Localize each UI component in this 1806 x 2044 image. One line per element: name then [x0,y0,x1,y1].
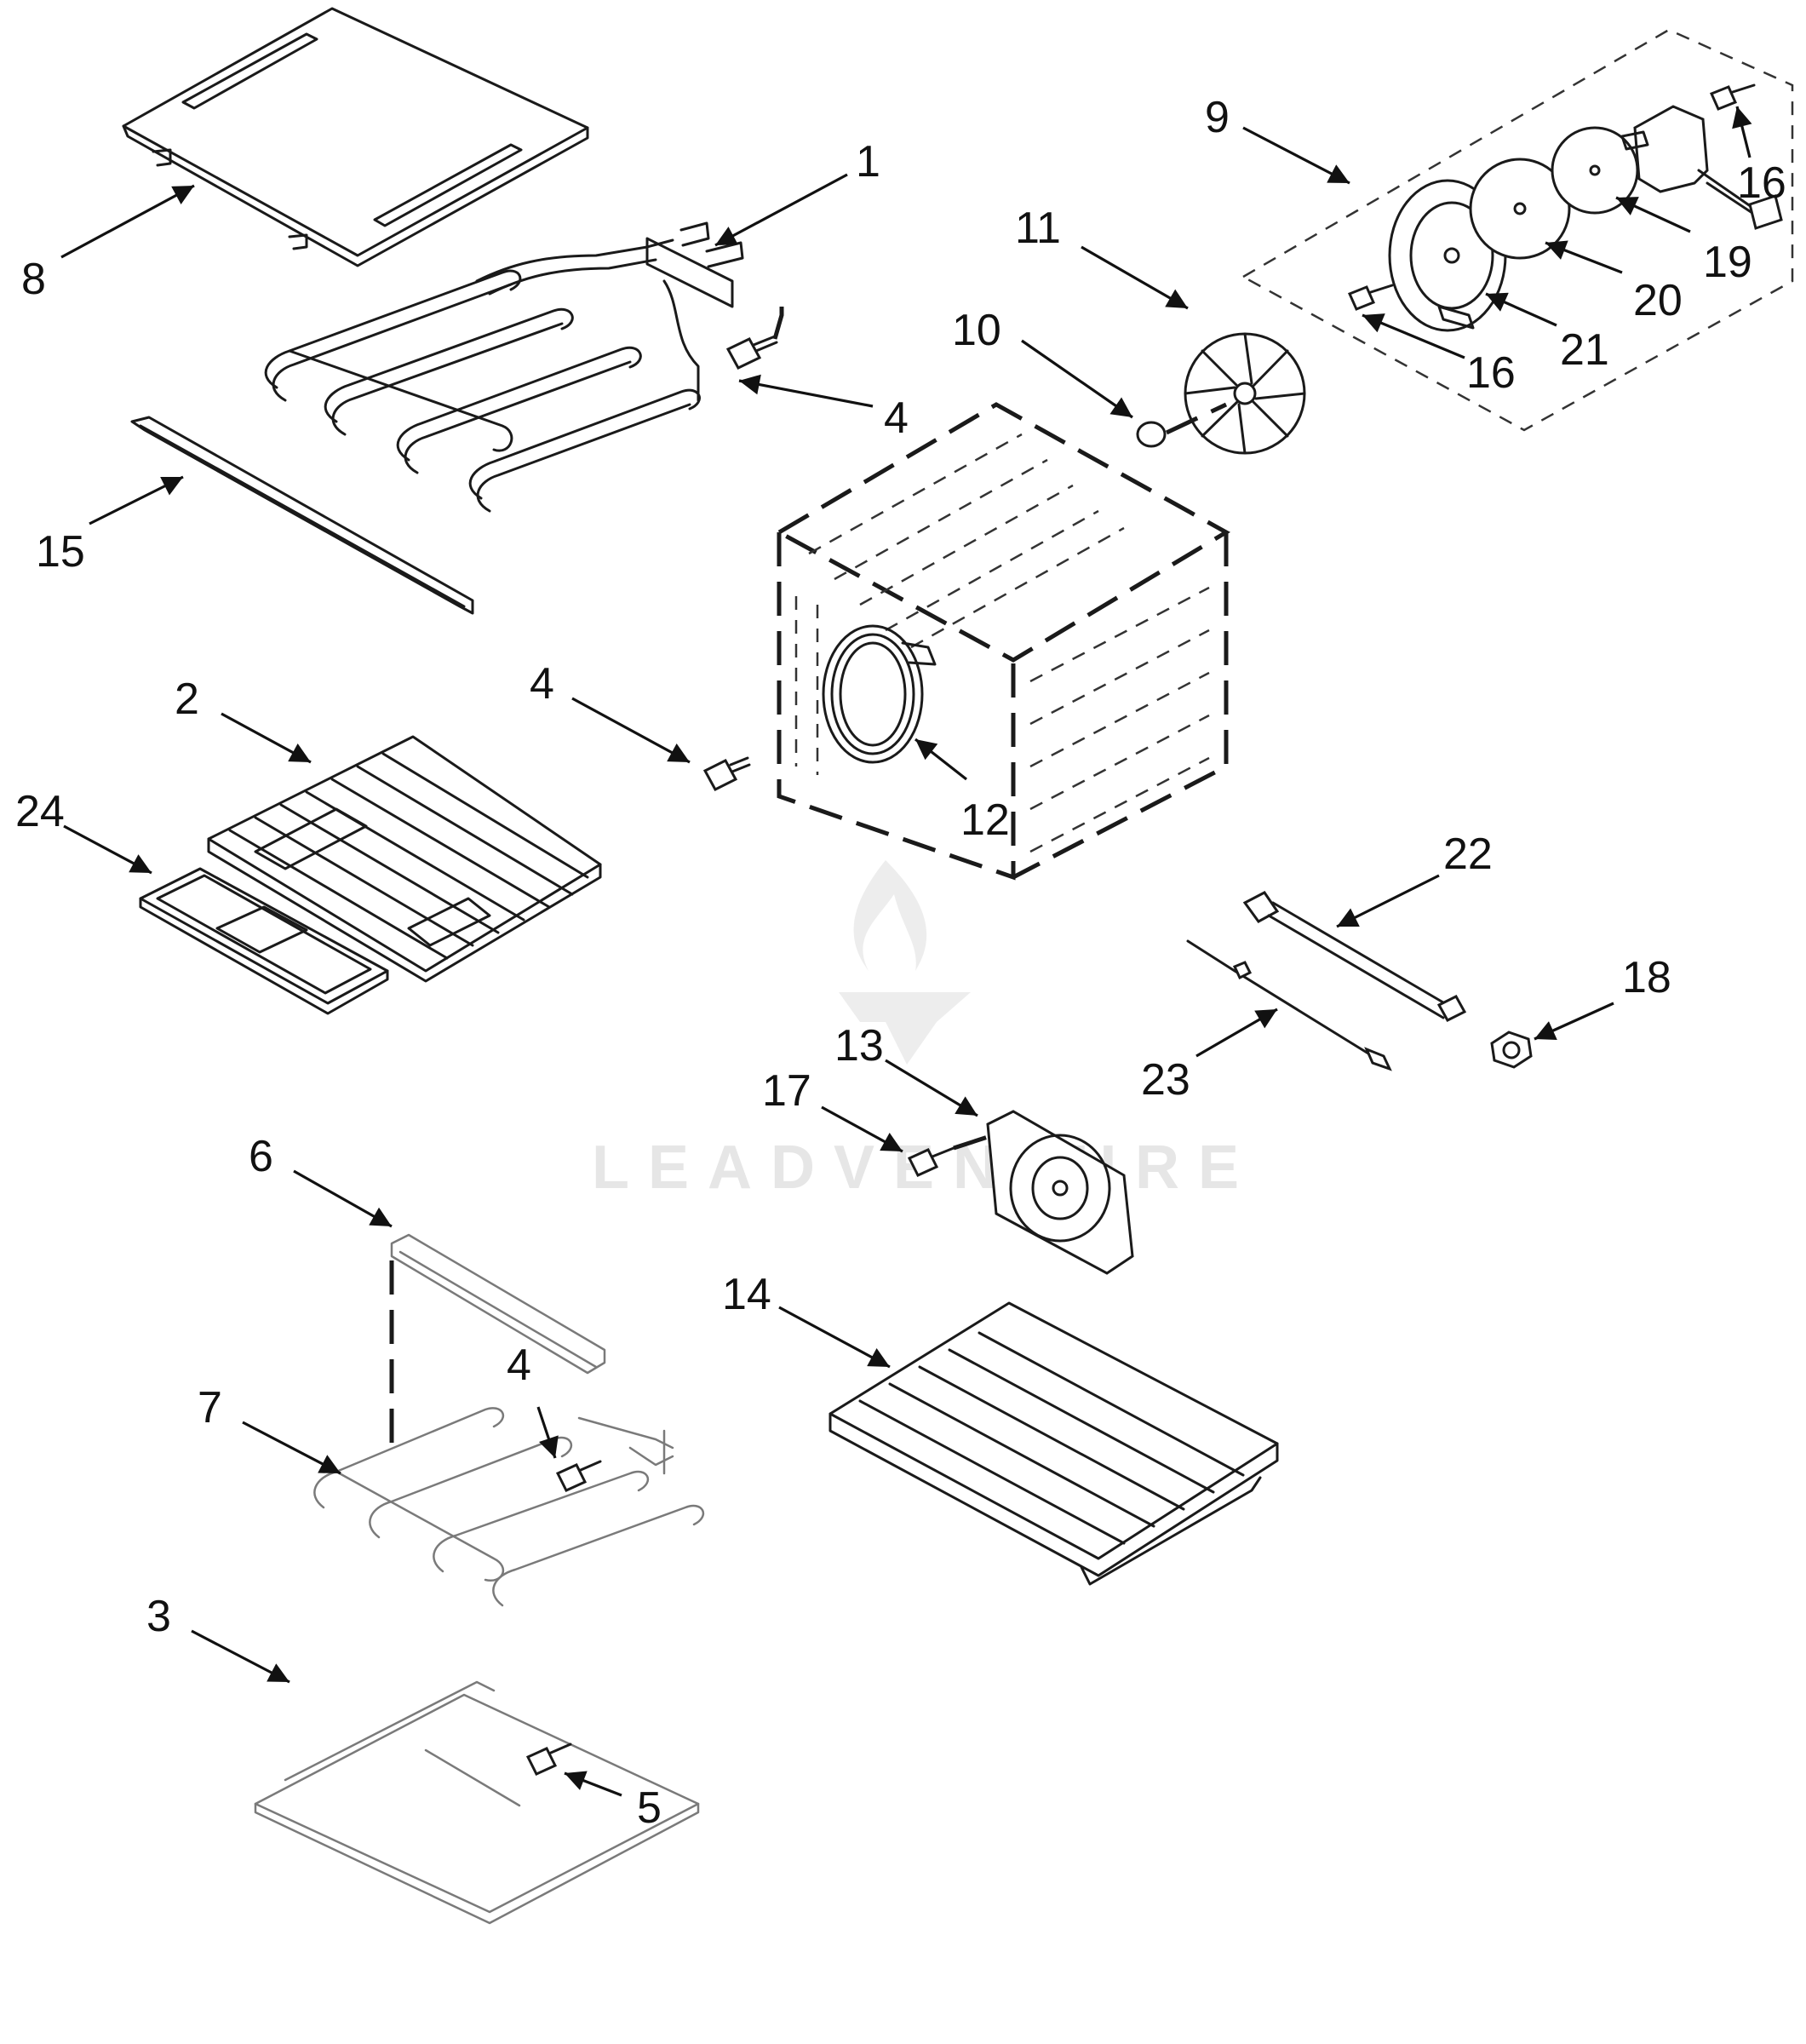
leader-4-lower [536,1406,559,1459]
callout-21: 21 [1560,325,1609,375]
leader-10 [1021,339,1133,419]
leader-18 [1534,1002,1614,1041]
callout-23: 23 [1141,1055,1190,1105]
callout-19: 19 [1703,238,1752,287]
part-7-bake-element [313,1407,704,1607]
leader-3 [191,1629,290,1684]
leader-11 [1081,245,1189,310]
callout-2: 2 [175,675,199,724]
callout-18: 18 [1622,953,1671,1002]
callout-16-lower: 16 [1466,348,1516,398]
leader-4-middle [571,697,691,764]
leader-20 [1545,240,1623,274]
leader-19 [1615,196,1691,233]
callout-20: 20 [1633,276,1683,325]
callout-17: 17 [762,1066,811,1116]
leader-13 [885,1059,978,1117]
leader-17 [821,1105,903,1153]
part-14-rack [828,1301,1279,1586]
leader-5 [564,1771,622,1797]
leader-2 [221,712,312,764]
callout-14: 14 [722,1270,771,1319]
callout-12: 12 [960,795,1010,845]
part-16-screw-upper [1709,83,1756,111]
leader-9 [1242,126,1350,185]
callout-24: 24 [15,787,65,836]
callout-1: 1 [856,137,880,187]
leader-22 [1336,874,1440,928]
leader-6 [293,1169,393,1228]
callout-9: 9 [1205,93,1230,142]
fan-alignment-line [1165,402,1228,435]
leader-16-lower [1362,313,1465,359]
part-1-broil-element [264,221,744,513]
callout-labels: 1 2 3 4 4 4 5 6 7 8 9 10 11 12 13 14 15 … [15,93,1786,1833]
leader-12 [914,738,967,781]
part-13-fan-cover [986,1110,1134,1275]
part-convection-motor [1620,105,1783,230]
part-20-gasket [1469,158,1571,260]
part-11-fan-blade [1184,332,1306,455]
leader-4-upper [738,374,874,408]
part-19-insulation-disc [1551,126,1639,215]
fan-cover-alignment-line [953,1134,989,1151]
part-4-screw-upper [725,335,778,370]
callout-22: 22 [1443,830,1493,879]
callout-4-upper: 4 [884,393,909,443]
leader-7 [242,1421,341,1475]
callout-8: 8 [21,255,46,304]
part-8-top-cover [122,7,589,267]
part-12-convection-element [822,624,937,764]
part-4-screw-middle [702,756,751,791]
leader-23 [1195,1008,1278,1058]
callout-6: 6 [249,1132,273,1181]
part-6-support-bar [390,1233,606,1375]
part-23-probe [1186,939,1392,1071]
callout-7: 7 [198,1383,222,1433]
screw-4-upper-alignment-line [772,307,784,340]
leader-8 [60,184,195,259]
part-10-nut [1136,421,1167,448]
part-24-tray [139,867,389,1015]
part-4-screw-lower [555,1460,602,1492]
part-9-assembly-outline [1241,28,1794,432]
callout-5: 5 [637,1783,662,1833]
callout-11: 11 [1015,204,1061,253]
part-5-screw [525,1743,572,1776]
part-3-bottom-plate [254,1680,700,1925]
leader-1 [714,173,848,247]
callout-4-lower: 4 [507,1341,531,1390]
flame-logo-icon [839,860,971,1065]
callout-3: 3 [146,1592,171,1641]
leader-24 [63,824,152,875]
callout-16-upper: 16 [1737,158,1786,208]
callout-15: 15 [36,527,85,577]
part-15-rail [130,416,474,615]
part-22-sensor-rod [1242,891,1467,1022]
leader-15 [89,475,184,525]
leader-21 [1485,292,1557,327]
leader-14 [778,1306,891,1369]
callout-4-middle: 4 [530,659,554,709]
callout-10: 10 [952,306,1001,355]
part-2-rack [207,735,602,983]
leader-lines [60,106,1752,1797]
part-18-nut [1490,1031,1533,1069]
part-17-screw [907,1146,955,1177]
oven-cavity [774,402,1230,881]
leader-16-upper [1732,106,1752,158]
callout-13: 13 [834,1021,884,1071]
part-16-screw-lower [1347,284,1394,311]
